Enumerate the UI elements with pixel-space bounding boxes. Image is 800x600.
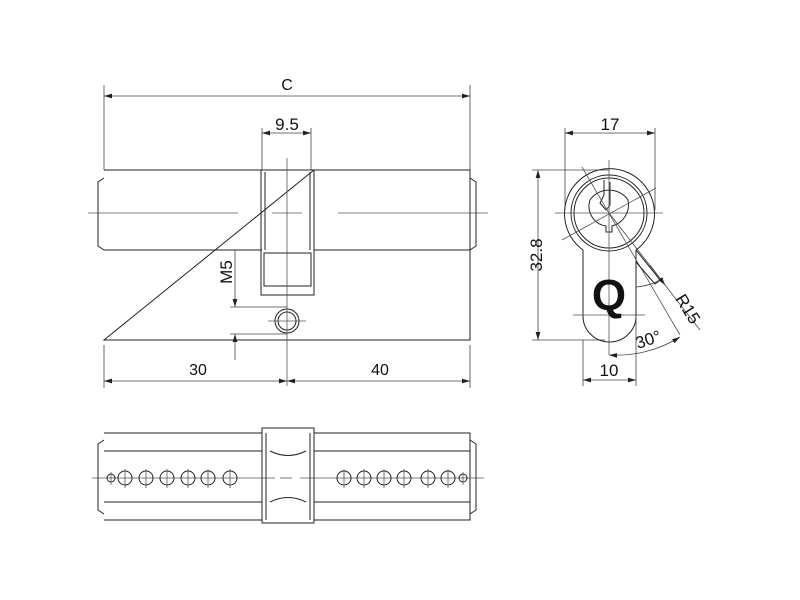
bottom-width-label: 10 bbox=[600, 361, 619, 380]
radius-label: R15 bbox=[671, 291, 704, 328]
side-view: 17 32.8 R15 30° Q 10 bbox=[527, 115, 704, 386]
screw-label: M5 bbox=[217, 260, 236, 284]
cam-width-label: 9.5 bbox=[275, 115, 299, 134]
bottom-view bbox=[92, 427, 484, 524]
cam bbox=[260, 169, 315, 296]
dimension-c-label: C bbox=[281, 77, 293, 94]
left-length-label: 30 bbox=[189, 362, 207, 379]
profile-outline bbox=[564, 168, 655, 343]
q-logo: Q bbox=[592, 271, 626, 320]
height-label: 32.8 bbox=[527, 238, 546, 271]
front-view: C 9.5 M5 30 40 bbox=[88, 77, 488, 388]
width-label: 17 bbox=[601, 115, 620, 134]
right-length-label: 40 bbox=[371, 362, 389, 379]
angle-label: 30° bbox=[633, 327, 663, 353]
